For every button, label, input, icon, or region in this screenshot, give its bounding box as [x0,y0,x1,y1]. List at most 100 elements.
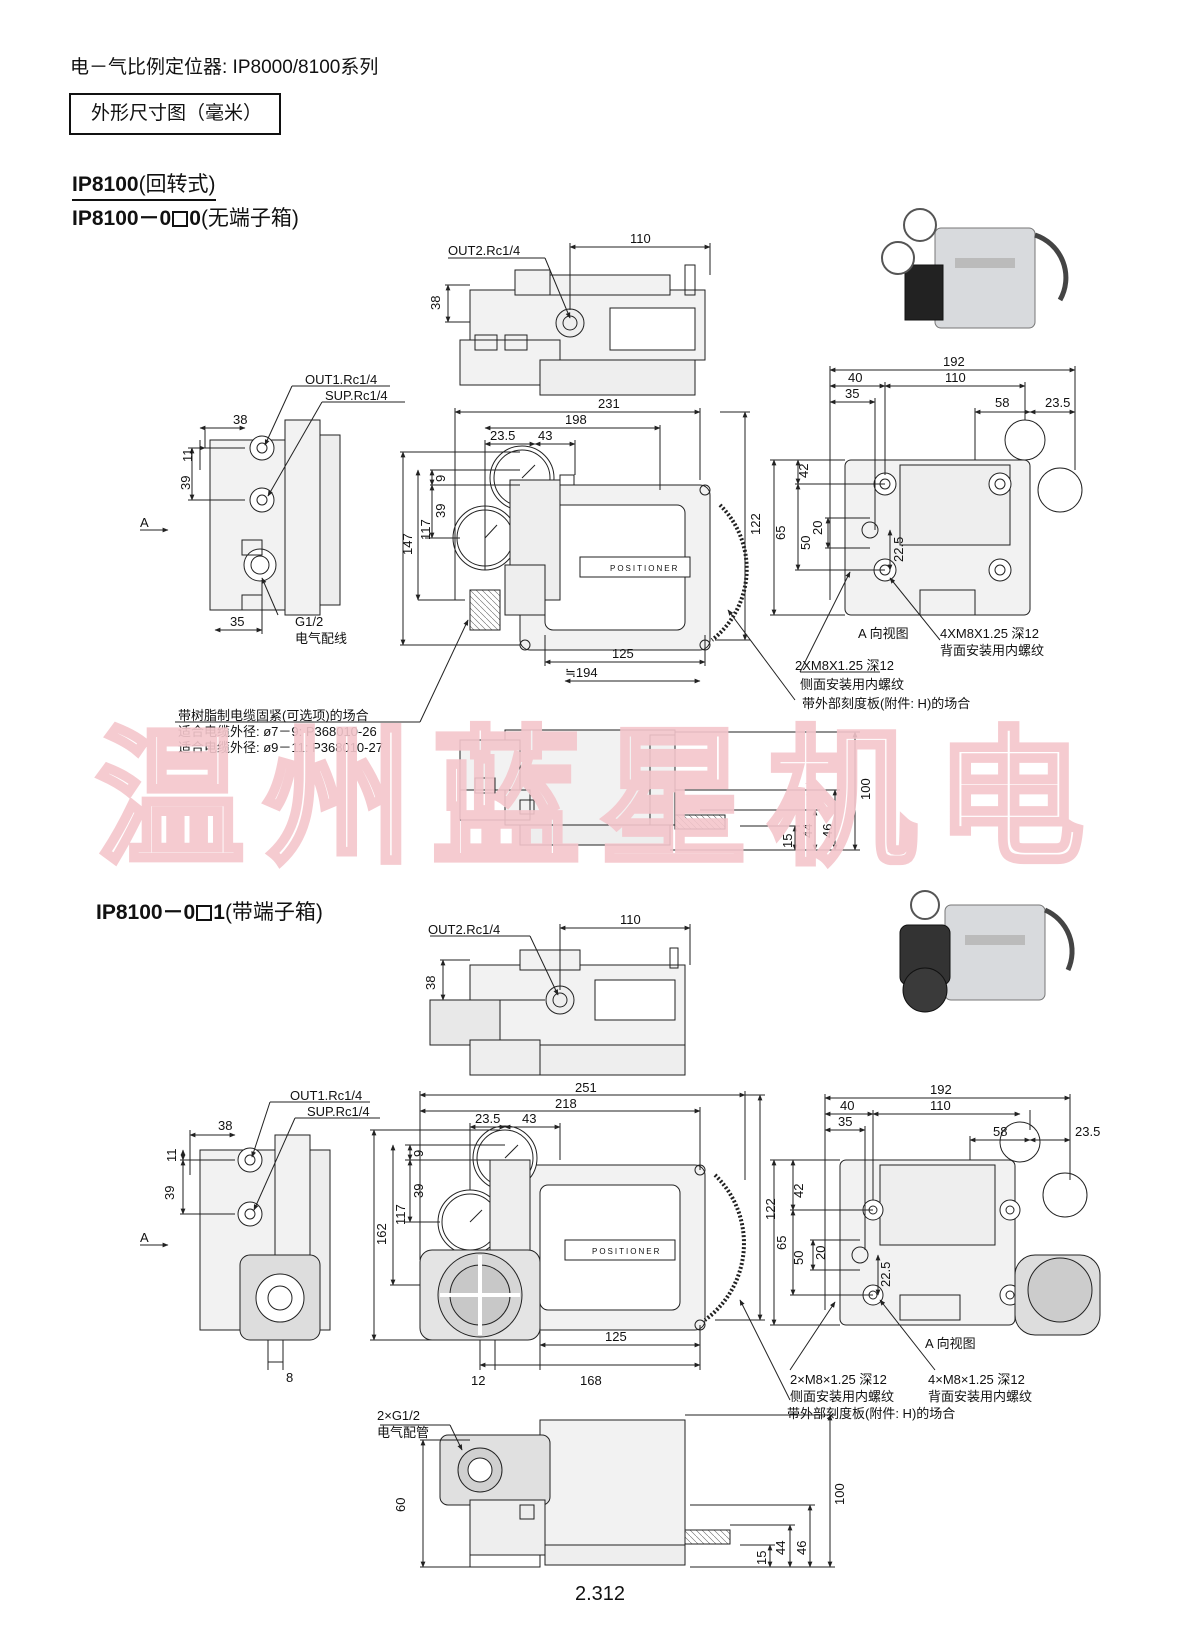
label-sup: SUP.Rc1/4 [307,1104,370,1119]
dim-168: 168 [580,1373,602,1388]
label-scale-note: 带外部刻度板(附件: H)的场合 [802,696,970,711]
document-header: 电－气比例定位器: IP8000/8100系列 [70,57,379,78]
model-code: IP8100－0 [96,901,196,924]
dim-23-5: 23.5 [490,428,515,443]
label-a-view: A 向视图 [858,626,909,641]
label-g12: G1/2 [295,614,323,629]
label-thread-4-desc: 背面安装用内螺纹 [928,1389,1032,1404]
label-thread-2-desc: 侧面安装用内螺纹 [790,1389,894,1404]
brand-label: POSITIONER [610,564,679,573]
dim-b-60: 60 [393,1498,408,1512]
dim-r-110: 110 [945,370,966,385]
dim-147: 147 [400,533,415,555]
page-number: 2.312 [574,1583,626,1605]
placeholder-square [172,211,189,227]
dim-198: 198 [565,412,587,427]
side-view-2 [199,1134,331,1341]
product-photo-2 [899,890,1075,1013]
product-photo-1 [881,208,1069,329]
dim-side-35: 35 [230,614,244,629]
dim-r-23-5: 23.5 [1075,1124,1100,1139]
label-out2: OUT2.Rc1/4 [428,922,500,937]
dim-side-39: 39 [178,476,193,490]
dim-r-23-5: 23.5 [1045,395,1070,410]
dim-b-15: 15 [780,834,795,848]
dim-122: 122 [763,1198,778,1220]
dim-side-11: 11 [164,1149,179,1163]
dim-23-5: 23.5 [475,1111,500,1126]
dim-r-50: 50 [791,1251,806,1265]
dim-side-39: 39 [162,1186,177,1200]
label-thread-2-desc: 侧面安装用内螺纹 [800,677,904,692]
front-view-2 [419,1125,746,1341]
a-view-2 [839,1121,1101,1336]
label-thread-2: 2×M8×1.25 深12 [790,1372,887,1387]
bottom-view-2 [439,1419,731,1568]
dim-38: 38 [423,976,438,990]
bottom-view-1 [459,729,726,846]
section-title-box: 外形尺寸图（毫米） [69,93,281,135]
model-digit: 1 [213,901,225,924]
label-arrow-a: A [140,1230,149,1245]
label-a-view: A 向视图 [925,1336,976,1351]
labels-set-2: OUT2.Rc1/4 110 38 OUT1.Rc1/4 SUP.Rc1/4 3… [140,912,1100,1565]
dim-231: 231 [598,396,620,411]
drawing-set-1 [140,208,1083,851]
dim-39: 39 [433,504,448,518]
dim-110: 110 [630,231,651,246]
dim-side-38: 38 [218,1118,232,1133]
dim-r-192: 192 [943,354,965,369]
dim-r-20: 20 [810,521,825,535]
label-thread-2: 2XM8X1.25 深12 [795,658,894,673]
dim-r-65: 65 [773,526,788,540]
label-wiring: 电气配线 [295,631,347,646]
top-view-1 [445,264,706,396]
watermark-text: 温州蓝星机电 [96,717,1104,882]
model-variant: (无端子箱) [200,207,299,230]
drawing-set-2 [140,890,1101,1568]
dim-r-42: 42 [791,1184,806,1198]
dim-r-40: 40 [848,370,862,385]
dim-218: 218 [555,1096,577,1111]
model-heading-rotary: IP8100(回转式) [72,168,216,201]
dim-12: 12 [471,1373,485,1388]
dim-r-58: 58 [993,1124,1007,1139]
front-view-1 [452,445,749,651]
dim-194: ≒194 [565,665,598,680]
dim-r-22-5: 22.5 [878,1262,893,1287]
brand-label: POSITIONER [592,1247,661,1256]
top-view-2 [429,947,686,1076]
dim-251: 251 [575,1080,597,1095]
label-thread-4-desc: 背面安装用内螺纹 [940,643,1044,658]
dim-b-46: 46 [820,824,835,838]
dim-110: 110 [620,912,641,927]
label-out2: OUT2.Rc1/4 [448,243,520,258]
dim-122: 122 [748,513,763,535]
dim-r-20: 20 [813,1246,828,1260]
label-g12: 2×G1/2 [377,1408,420,1423]
dim-r-58: 58 [995,395,1009,410]
label-conduit: 电气配管 [377,1425,429,1440]
labels-set-1: OUT2.Rc1/4 110 38 OUT1.Rc1/4 SUP.Rc1/4 3… [140,231,1070,848]
dim-b-44: 44 [773,1541,788,1555]
placeholder-square [196,905,213,921]
label-out1: OUT1.Rc1/4 [290,1088,362,1103]
dim-9: 9 [411,1150,426,1157]
side-view-1 [209,419,341,616]
label-thread-4: 4XM8X1.25 深12 [940,626,1039,641]
dim-r-35: 35 [838,1114,852,1129]
dim-117: 117 [418,519,433,540]
model-type: (回转式) [138,173,216,196]
label-cable-2: 适合电缆外径: ø9－11: P368010-27 [178,740,383,755]
dim-125: 125 [612,646,634,661]
dim-43: 43 [522,1111,536,1126]
model-code: IP8100 [72,173,139,196]
label-thread-4: 4×M8×1.25 深12 [928,1372,1025,1387]
dim-b-46: 46 [794,1541,809,1555]
dim-r-50: 50 [798,536,813,550]
label-cable-note: 带树脂制电缆固紧(可选项)的场合 [178,708,369,723]
label-sup: SUP.Rc1/4 [325,388,388,403]
dim-b-44: 44 [800,824,815,838]
dim-43: 43 [538,428,552,443]
